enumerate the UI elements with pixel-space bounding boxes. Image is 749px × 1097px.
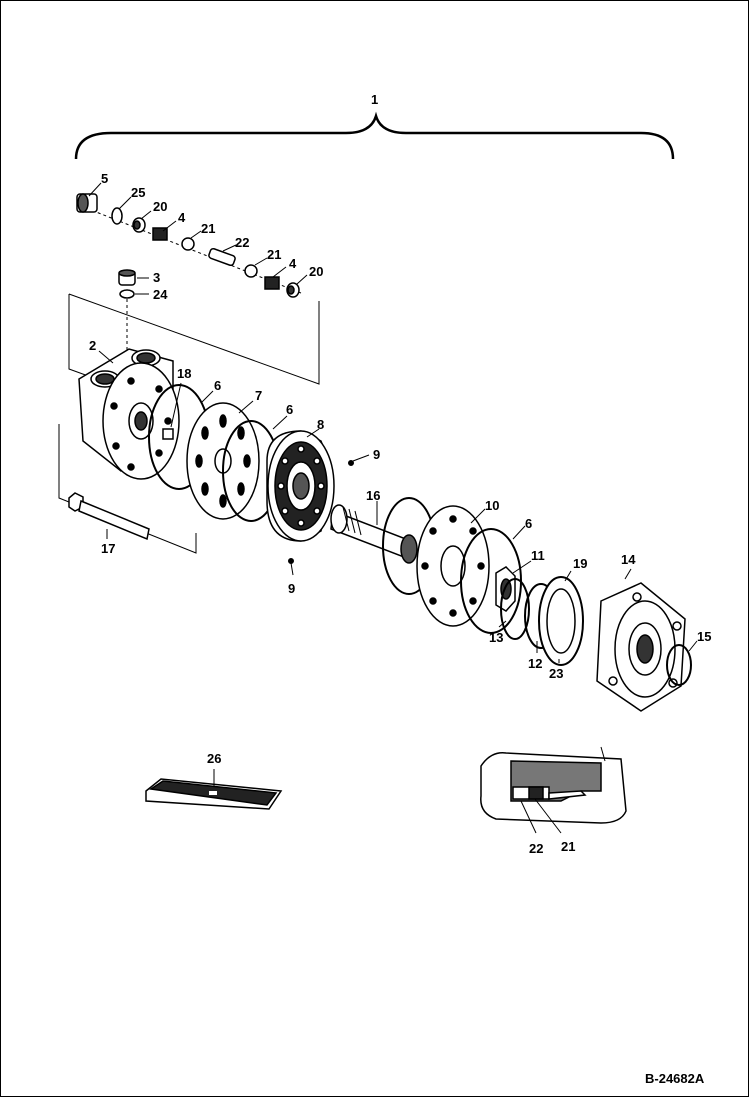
pin-part-22a [208,247,236,267]
oring-part-15 [666,644,692,686]
callout-14: 14 [621,552,636,567]
ball-part-21a [181,237,195,251]
screw-part-9b [288,558,294,576]
plug-part-18 [162,428,174,440]
valve-parts-row [76,193,302,298]
callout-7: 7 [255,388,262,403]
callout-22b: 22 [529,841,543,856]
callout-24: 24 [153,287,168,302]
callout-18: 18 [177,366,191,381]
screw-part-9a [348,454,370,466]
figure-id: B-24682A [645,1071,705,1086]
callout-23: 23 [549,666,563,681]
callout-4b: 4 [289,256,297,271]
callout-13: 13 [489,630,503,645]
callout-2: 2 [89,338,96,353]
callout-6a: 6 [214,378,221,393]
wear-plate-part-10 [416,505,490,627]
callout-4a: 4 [178,210,186,225]
callout-21c: 21 [561,839,575,854]
mounting-flange-part-14 [596,582,686,712]
gerotor-part-8 [266,430,335,542]
bolt-part-17 [68,492,150,541]
spring-part-4b [264,276,280,290]
callout-22a: 22 [235,235,249,250]
callout-6b: 6 [286,402,293,417]
callout-10: 10 [485,498,499,513]
callout-19: 19 [573,556,587,571]
callout-15: 15 [697,629,711,644]
motor-housing-part-2 [78,348,180,480]
oring-part-24 [119,289,135,299]
callout-3: 3 [153,270,160,285]
ring-part-13 [500,578,530,640]
drive-part-16 [330,501,418,564]
callout-9b: 9 [288,581,295,596]
callout-21a: 21 [201,221,215,236]
ball-part-21b [244,264,258,278]
callout-8: 8 [317,417,324,432]
callout-12: 12 [528,656,542,671]
washer-part-25 [111,207,123,225]
plug-and-oring [118,269,149,361]
assembly-bracket [74,111,675,160]
callout-20a: 20 [153,199,167,214]
callout-1: 1 [371,92,378,107]
callout-26: 26 [207,751,221,766]
seal-kit-part-26 [145,769,283,810]
callout-5: 5 [101,171,108,186]
callout-6c: 6 [525,516,532,531]
ring-part-19 [538,576,584,666]
callout-20b: 20 [309,264,323,279]
callout-25: 25 [131,185,145,200]
callout-9a: 9 [373,447,380,462]
callout-16: 16 [366,488,380,503]
leader-lines-top [88,182,308,285]
callout-11: 11 [531,548,545,563]
callout-21b: 21 [267,247,281,262]
cross-section-detail [480,746,627,834]
callout-17: 17 [101,541,115,556]
